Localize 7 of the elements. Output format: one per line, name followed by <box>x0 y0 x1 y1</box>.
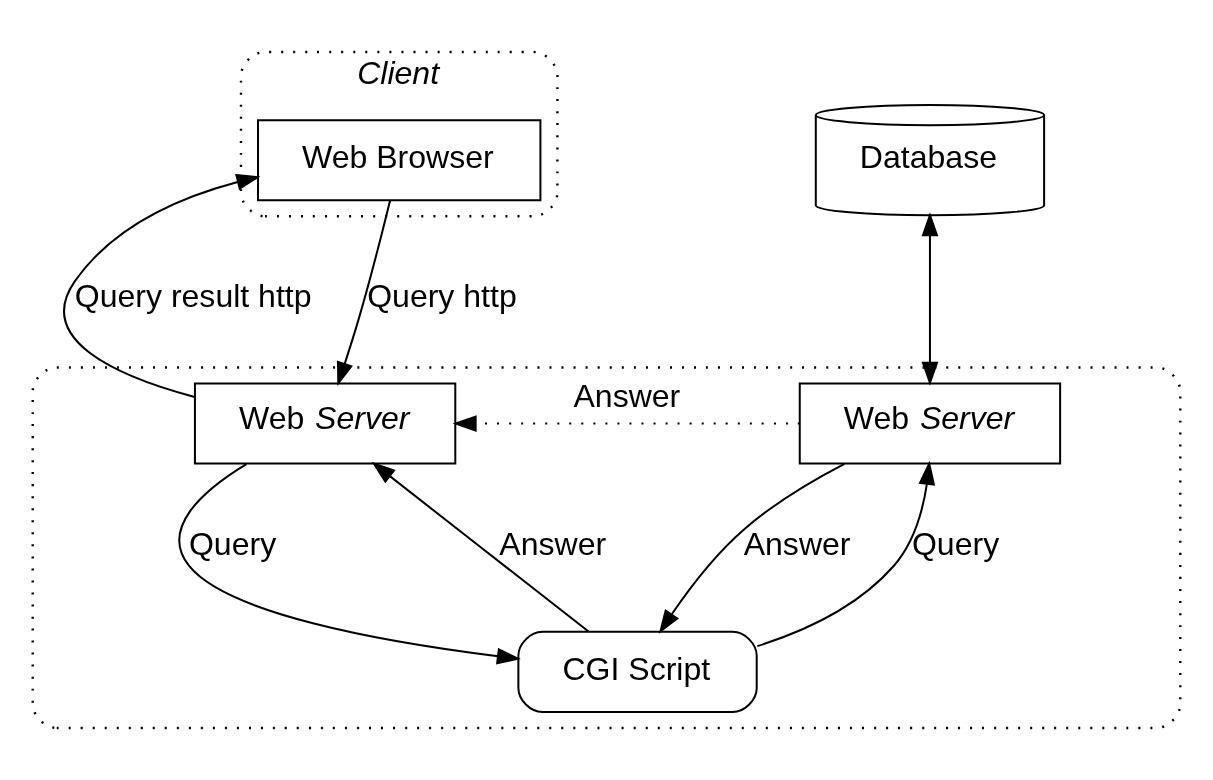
edge-label: Query <box>911 526 1000 563</box>
edge-label: Query http <box>367 277 517 314</box>
edge-label: Answer <box>499 526 607 563</box>
edge-label: Answer <box>573 378 681 415</box>
edge-label: Query result http <box>74 277 312 314</box>
edge-label: Query <box>188 526 277 563</box>
edge-label: Answer <box>743 526 851 563</box>
